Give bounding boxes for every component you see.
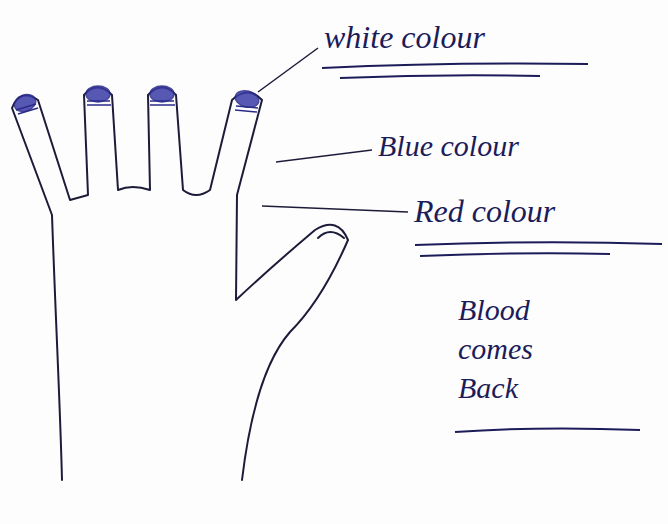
fingertip-shading bbox=[12, 86, 261, 114]
annotation-label: Red colour bbox=[414, 192, 659, 230]
fingertip-hatching bbox=[16, 101, 258, 114]
underlines bbox=[322, 64, 662, 433]
annotation-label: Blood comes Back bbox=[458, 290, 568, 407]
annotation-label: white colour bbox=[324, 18, 624, 56]
hand-outline bbox=[12, 88, 348, 481]
annotation-label: Blue colour bbox=[378, 128, 658, 164]
thumb-nail bbox=[318, 232, 344, 238]
